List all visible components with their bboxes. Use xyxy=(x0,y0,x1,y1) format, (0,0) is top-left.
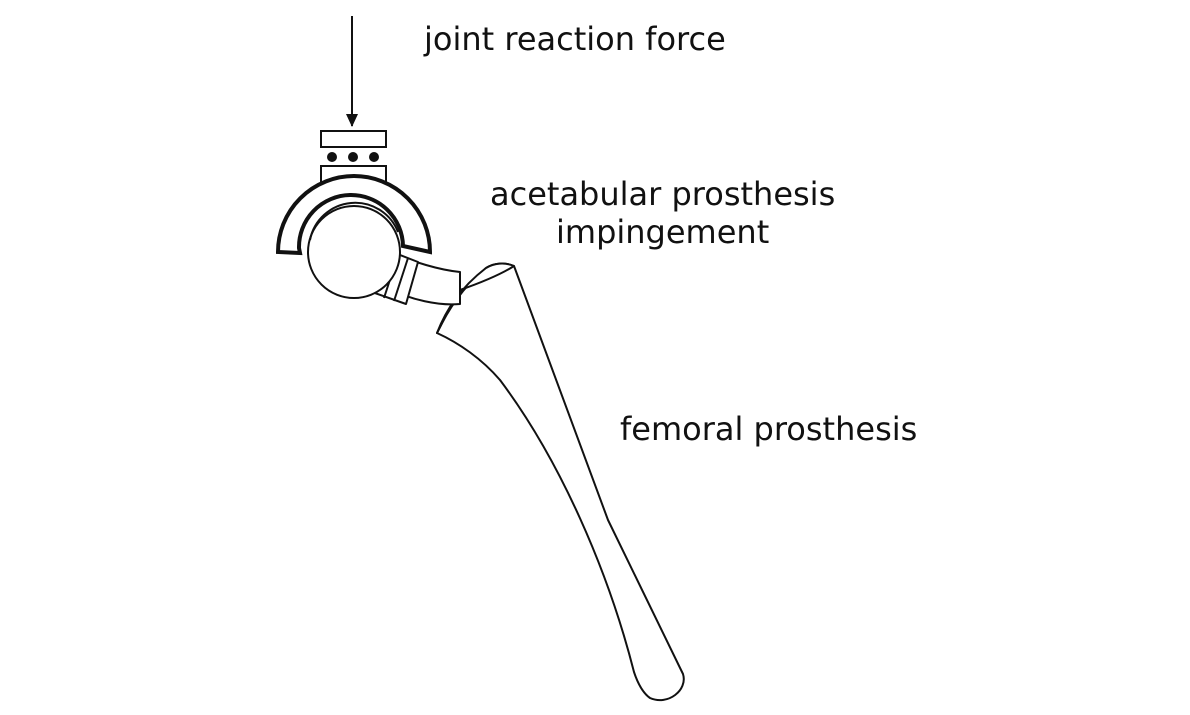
femoral-stem xyxy=(436,262,685,701)
femoral-head-outline xyxy=(309,201,399,241)
load-plate-top xyxy=(320,130,387,148)
femoral-prosthesis-label: femoral prosthesis xyxy=(620,410,918,448)
acetabular-label-line1: acetabular prosthesis xyxy=(490,175,836,213)
acetabular-impingement-label: acetabular prosthesis impingement xyxy=(490,175,835,251)
roller-ball xyxy=(369,152,379,162)
acetabular-label-line2: impingement xyxy=(556,213,770,251)
femoral-head xyxy=(307,205,401,299)
force-arrow-head xyxy=(346,114,358,127)
acetabular-cup xyxy=(275,174,433,256)
roller-ball xyxy=(327,152,337,162)
roller-ball xyxy=(348,152,358,162)
joint-reaction-force-label: joint reaction force xyxy=(424,20,726,58)
taper-line xyxy=(393,257,409,302)
